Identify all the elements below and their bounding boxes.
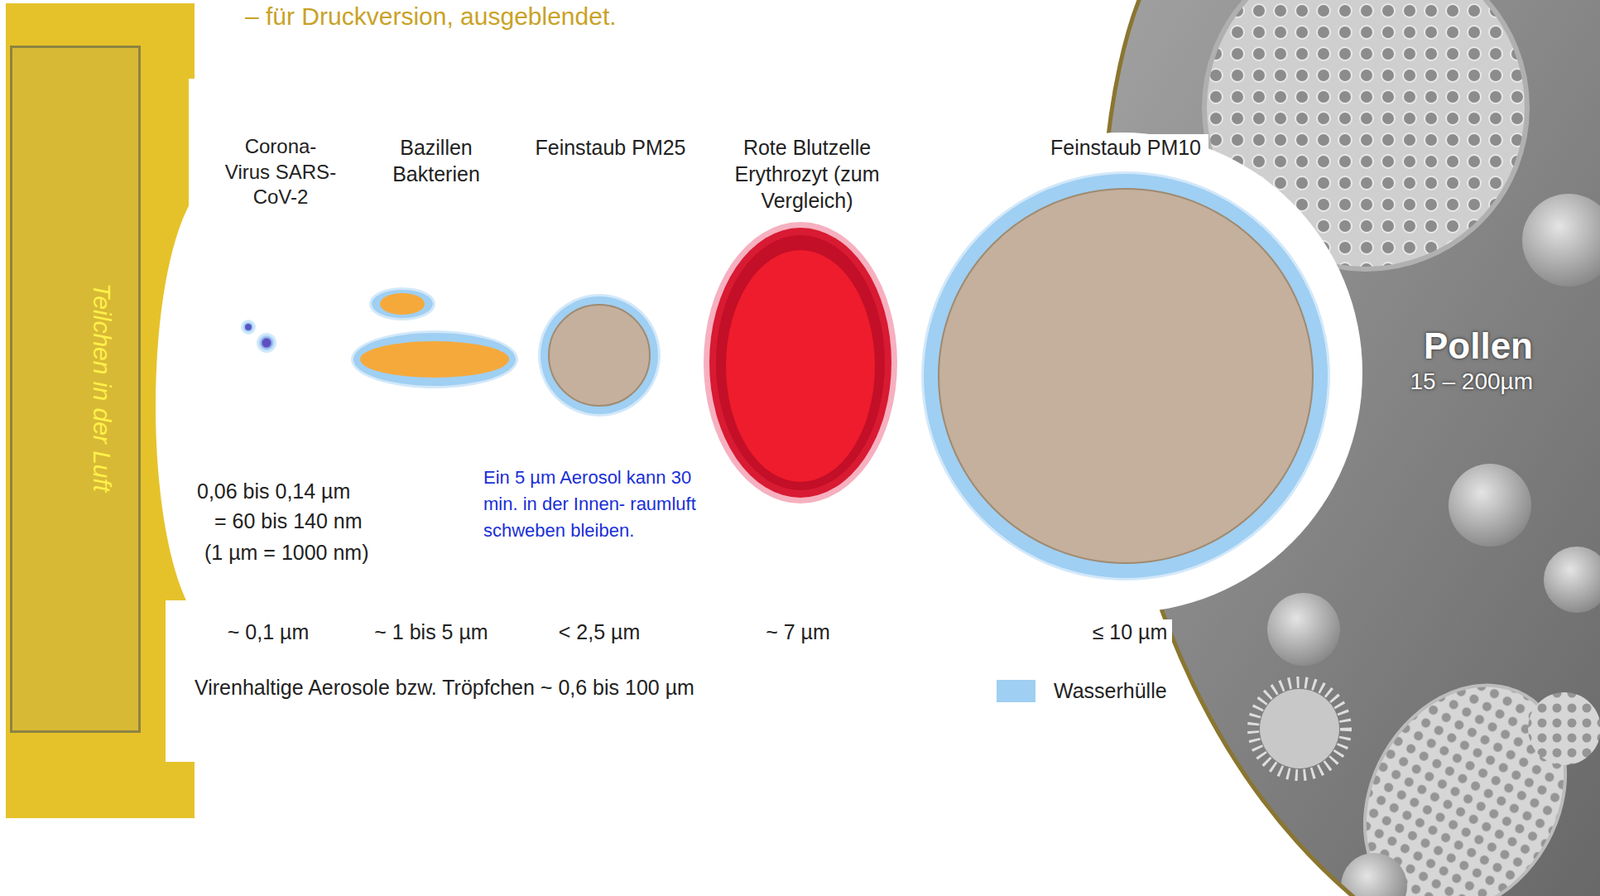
particle-heading: Corona- Virus SARS-CoV-2 [220,134,342,211]
particle-pm10: Feinstaub PM10 [914,130,1337,595]
size-note: 0,06 bis 0,14 µm [196,478,351,504]
particle-erythrocyte: Rote Blutzelle Erythrozyt (zum Vergleich… [703,130,911,512]
print-note: – für Druckversion, ausgeblendet. [245,1,617,32]
size-note: (1 µm = 1000 nm) [204,539,370,565]
size-note: = 60 bis 140 nm [214,508,363,534]
size-label: ~ 7 µm [765,619,831,644]
legend-text: Wasserhülle [1053,678,1168,703]
particle-bacteria: Bazillen Bakterien [345,130,527,396]
legend: Wasserhülle [986,673,1179,708]
vertical-title: Teilchen in der Luft [86,283,117,492]
white-bulge [155,194,196,617]
white-halo [882,132,1363,613]
particle-heading: Rote Blutzelle Erythrozyt (zum Vergleich… [731,134,883,214]
particle-shape [914,130,1337,595]
size-label: ~ 0,1 µm [227,619,309,644]
particle-virus: Corona- Virus SARS-CoV-2 [210,130,351,371]
range-note: Virenhaltige Aerosole bzw. Tröpfchen ~ 0… [194,674,695,700]
particle-pm25: Feinstaub PM25 [521,130,700,421]
particle-heading: Feinstaub PM10 [1042,134,1209,161]
size-label: ~ 1 bis 5 µm [374,619,488,644]
info-note: Ein 5 µm Aerosol kann 30 min. in der Inn… [483,464,709,544]
particle-shape [703,130,911,512]
particle-shape [521,130,700,421]
side-title-box: Teilchen in der Luft [9,45,141,733]
particle-heading: Bazillen Bakterien [382,134,491,188]
size-label: < 2,5 µm [558,619,640,644]
box-outline [9,45,141,733]
side-notch [188,78,196,220]
pollen-region: Pollen15 – 200µm [1340,318,1540,435]
legend-swatch [996,679,1036,702]
size-range: 15 – 200µm [1340,367,1540,396]
region-title: Pollen [1340,325,1540,368]
side-notch [165,600,196,762]
side-panel [5,3,195,818]
size-label: ≤ 10 µm [1087,619,1173,644]
legend-row: Wasserhülle [996,678,1168,703]
particle-heading: Feinstaub PM25 [523,134,698,161]
